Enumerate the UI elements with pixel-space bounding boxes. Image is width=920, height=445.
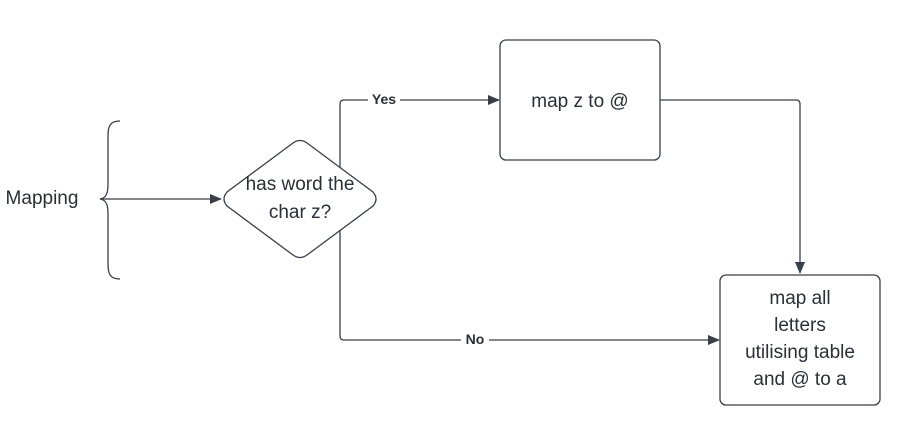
map-z-text: map z to @ (531, 91, 628, 112)
map-all-text-line3: utilising table (745, 342, 855, 363)
decision-node: has word the char z? (223, 139, 377, 259)
decision-text-line1: has word the (246, 174, 355, 195)
decision-diamond (223, 139, 377, 259)
edge-no (339, 230, 720, 345)
decision-text-line2: char z? (269, 202, 331, 223)
edge-no-label: No (466, 331, 485, 347)
yes-label-bg (368, 91, 400, 108)
edge-yes (339, 95, 500, 168)
edge-yes-label: Yes (372, 91, 396, 107)
no-label-bg (461, 331, 489, 348)
map-all-text-line1: map all (769, 288, 830, 309)
mapping-label: Mapping (6, 188, 79, 209)
map-all-text-line4: and @ to a (753, 369, 847, 390)
map-all-text-line2: letters (774, 315, 826, 336)
mapping-curly-brace (99, 120, 121, 280)
map-all-box (719, 274, 881, 406)
edge-mapz-to-mapall (660, 99, 805, 274)
map-z-node: map z to @ (499, 39, 661, 161)
map-all-node: map all letters utilising table and @ to… (719, 274, 881, 406)
